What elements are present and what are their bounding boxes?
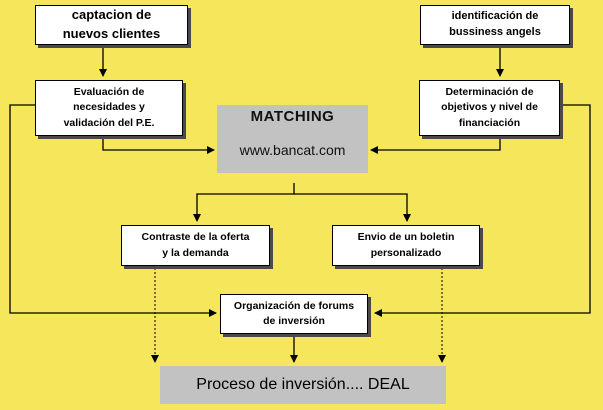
arrow-determinacion-to-matching: [370, 136, 501, 154]
deal-box: Proceso de inversión.... DEAL: [160, 366, 446, 404]
identificacion-line-2: bussiness angels: [449, 26, 541, 38]
organizacion-box: Organización de forums de inversión: [220, 294, 368, 334]
determinacion-box: Determinación de objetivos y nivel de fi…: [419, 80, 560, 136]
captacion-line-2: nuevos clientes: [62, 26, 161, 41]
arrow-determinacion-to-organizacion: [374, 104, 591, 317]
envio-line-1: Envio de un boletin: [357, 231, 455, 244]
determinacion-line-3: financiación: [458, 116, 521, 129]
identificacion-box: identificación de bussiness angels: [420, 5, 570, 45]
determinacion-line-2: objetivos y nivel de: [441, 101, 538, 114]
deal-label: Proceso de inversión.... DEAL: [196, 376, 410, 393]
matching-box: MATCHING www.bancat.com: [217, 105, 368, 173]
matching-title: MATCHING: [250, 108, 335, 125]
contraste-box: Contraste de la oferta y la demanda: [121, 225, 270, 266]
identificacion-line-1: identificación de: [451, 10, 539, 23]
evaluacion-line-2: necesidades y: [73, 101, 145, 114]
organizacion-line-1: Organización de forums: [233, 299, 355, 312]
evaluacion-box: Evaluación de necesidades y validación d…: [35, 80, 183, 136]
arrow-evaluacion-to-matching: [102, 136, 215, 154]
arrow-matching-to-contraste: [193, 183, 295, 222]
contraste-line-1: Contraste de la oferta: [141, 231, 250, 244]
arrow-evaluacion-to-organizacion: [9, 104, 217, 317]
matching-url: www.bancat.com: [239, 142, 346, 158]
evaluacion-line-3: validación del P.E.: [63, 116, 155, 129]
contraste-line-2: y la demanda: [162, 246, 229, 259]
evaluacion-line-1: Evaluación de: [73, 86, 145, 99]
envio-box: Envio de un boletin personalizado: [332, 225, 480, 266]
captacion-box: captacion de nuevos clientes: [35, 5, 188, 45]
determinacion-line-1: Determinación de: [445, 86, 534, 99]
envio-line-2: personalizado: [370, 246, 442, 259]
organizacion-line-2: de inversión: [263, 315, 325, 327]
arrow-matching-to-envio: [294, 193, 411, 222]
captacion-line-1: captacion de: [71, 7, 152, 23]
